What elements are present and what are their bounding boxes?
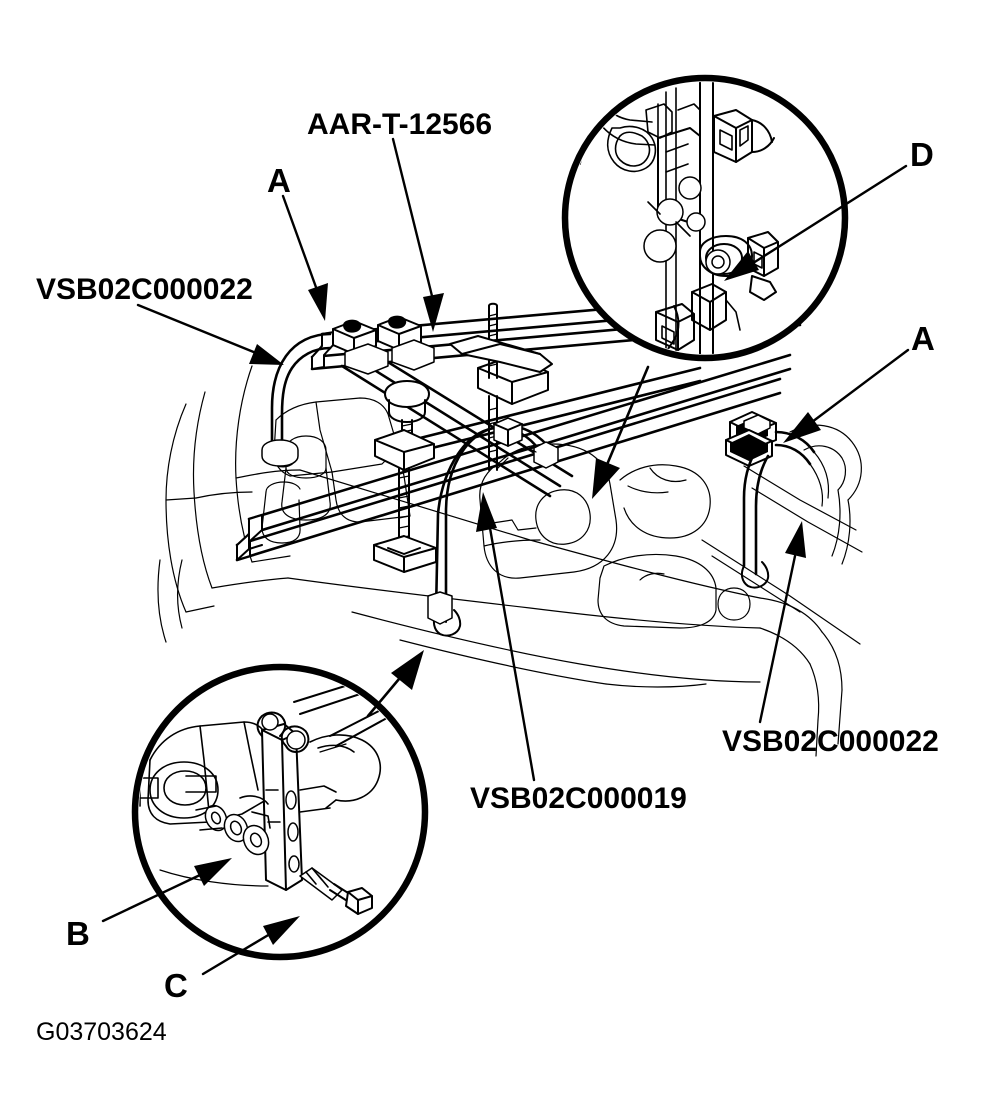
label-tool-part-number: AAR-T-12566 [307,108,492,141]
label-callout-a-left: A [267,162,291,199]
arrowhead-a-right [783,412,821,443]
arrowhead-d [724,251,759,281]
detail-view-circle-bc [131,663,429,961]
arrowhead-detail-d-pointer [592,458,620,499]
arrowhead-b [194,858,232,886]
arrowhead-vsb-left [249,344,284,365]
detail-view-circle-d [561,74,849,362]
arrowhead-a-left [308,283,328,321]
label-callout-d: D [910,136,934,173]
arrowhead-detail-bc-pointer [391,650,424,690]
engine-support-bar-tool [235,289,830,637]
label-right-bracket-code: VSB02C000022 [722,725,939,758]
arrowhead-aar-t-12566 [423,293,444,332]
label-left-bracket-code: VSB02C000022 [36,273,253,306]
callout-leaders [101,137,910,976]
text-labels: AAR-T-12566 A VSB02C000022 D A VSB02C000… [36,108,939,1046]
label-center-hook-code: VSB02C000019 [470,782,687,815]
arrowhead-c [263,916,300,945]
label-figure-id: G03703624 [36,1018,167,1046]
arrowhead-vsb-center [476,492,497,532]
label-callout-b: B [66,915,90,952]
label-callout-a-right: A [911,320,935,357]
label-callout-c: C [164,967,188,1004]
engine-bay-drawing [157,365,863,757]
arrowhead-vsb-right [785,521,806,558]
